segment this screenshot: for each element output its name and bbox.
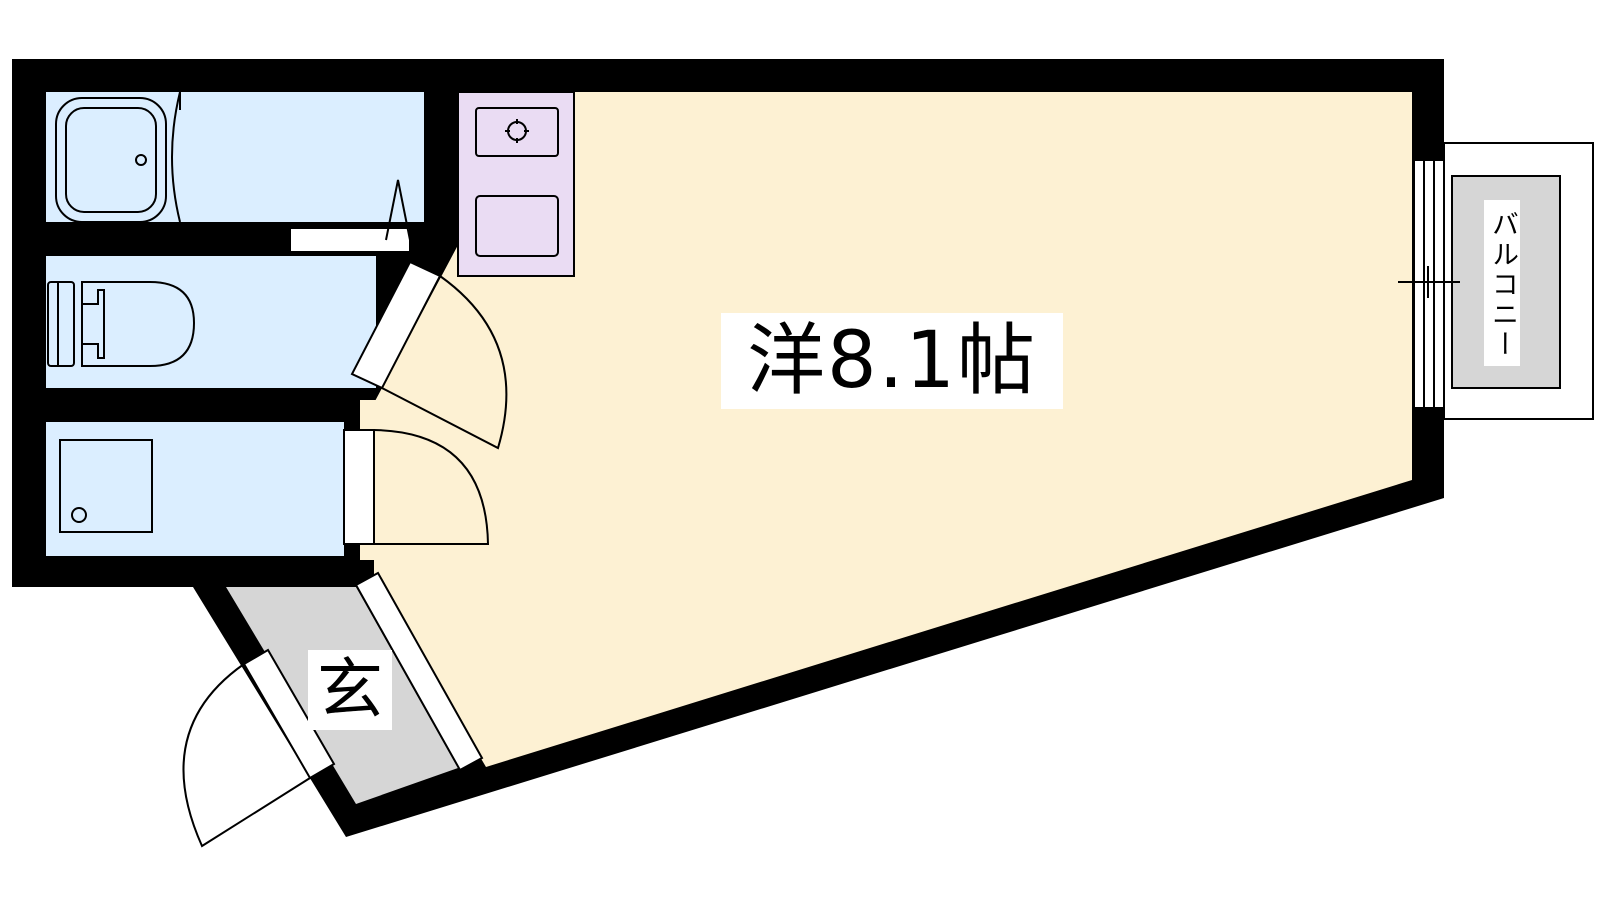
washer-pan bbox=[59, 439, 153, 533]
living-room-label: 洋8.1帖 bbox=[721, 313, 1063, 409]
bath-curtain bbox=[171, 91, 181, 223]
toilet-tank bbox=[47, 281, 75, 367]
toilet-floor bbox=[46, 256, 376, 388]
bathtub-outer bbox=[55, 97, 167, 223]
drain-icon bbox=[135, 154, 147, 166]
bath-door-frame bbox=[289, 227, 411, 253]
balcony-label: バルコニー bbox=[1484, 200, 1520, 366]
bath-door-swing bbox=[385, 179, 411, 241]
living-room-floor bbox=[374, 92, 1412, 767]
washroom-door-swing bbox=[373, 429, 490, 545]
bath-floor bbox=[46, 92, 424, 222]
toilet-bowl bbox=[81, 281, 196, 367]
sink-basin bbox=[475, 195, 559, 257]
toilet-door-swing bbox=[381, 275, 508, 450]
front-door-swing bbox=[182, 663, 311, 848]
bathtub-inner bbox=[65, 107, 157, 213]
entrance-label: 玄 bbox=[308, 650, 392, 730]
stove-burner bbox=[475, 107, 559, 157]
washroom-door-frame bbox=[343, 429, 375, 545]
washroom-floor bbox=[46, 422, 344, 556]
washer-drain-icon bbox=[71, 507, 87, 523]
entrance-step-frame bbox=[354, 571, 484, 772]
front-door-frame bbox=[242, 648, 336, 780]
